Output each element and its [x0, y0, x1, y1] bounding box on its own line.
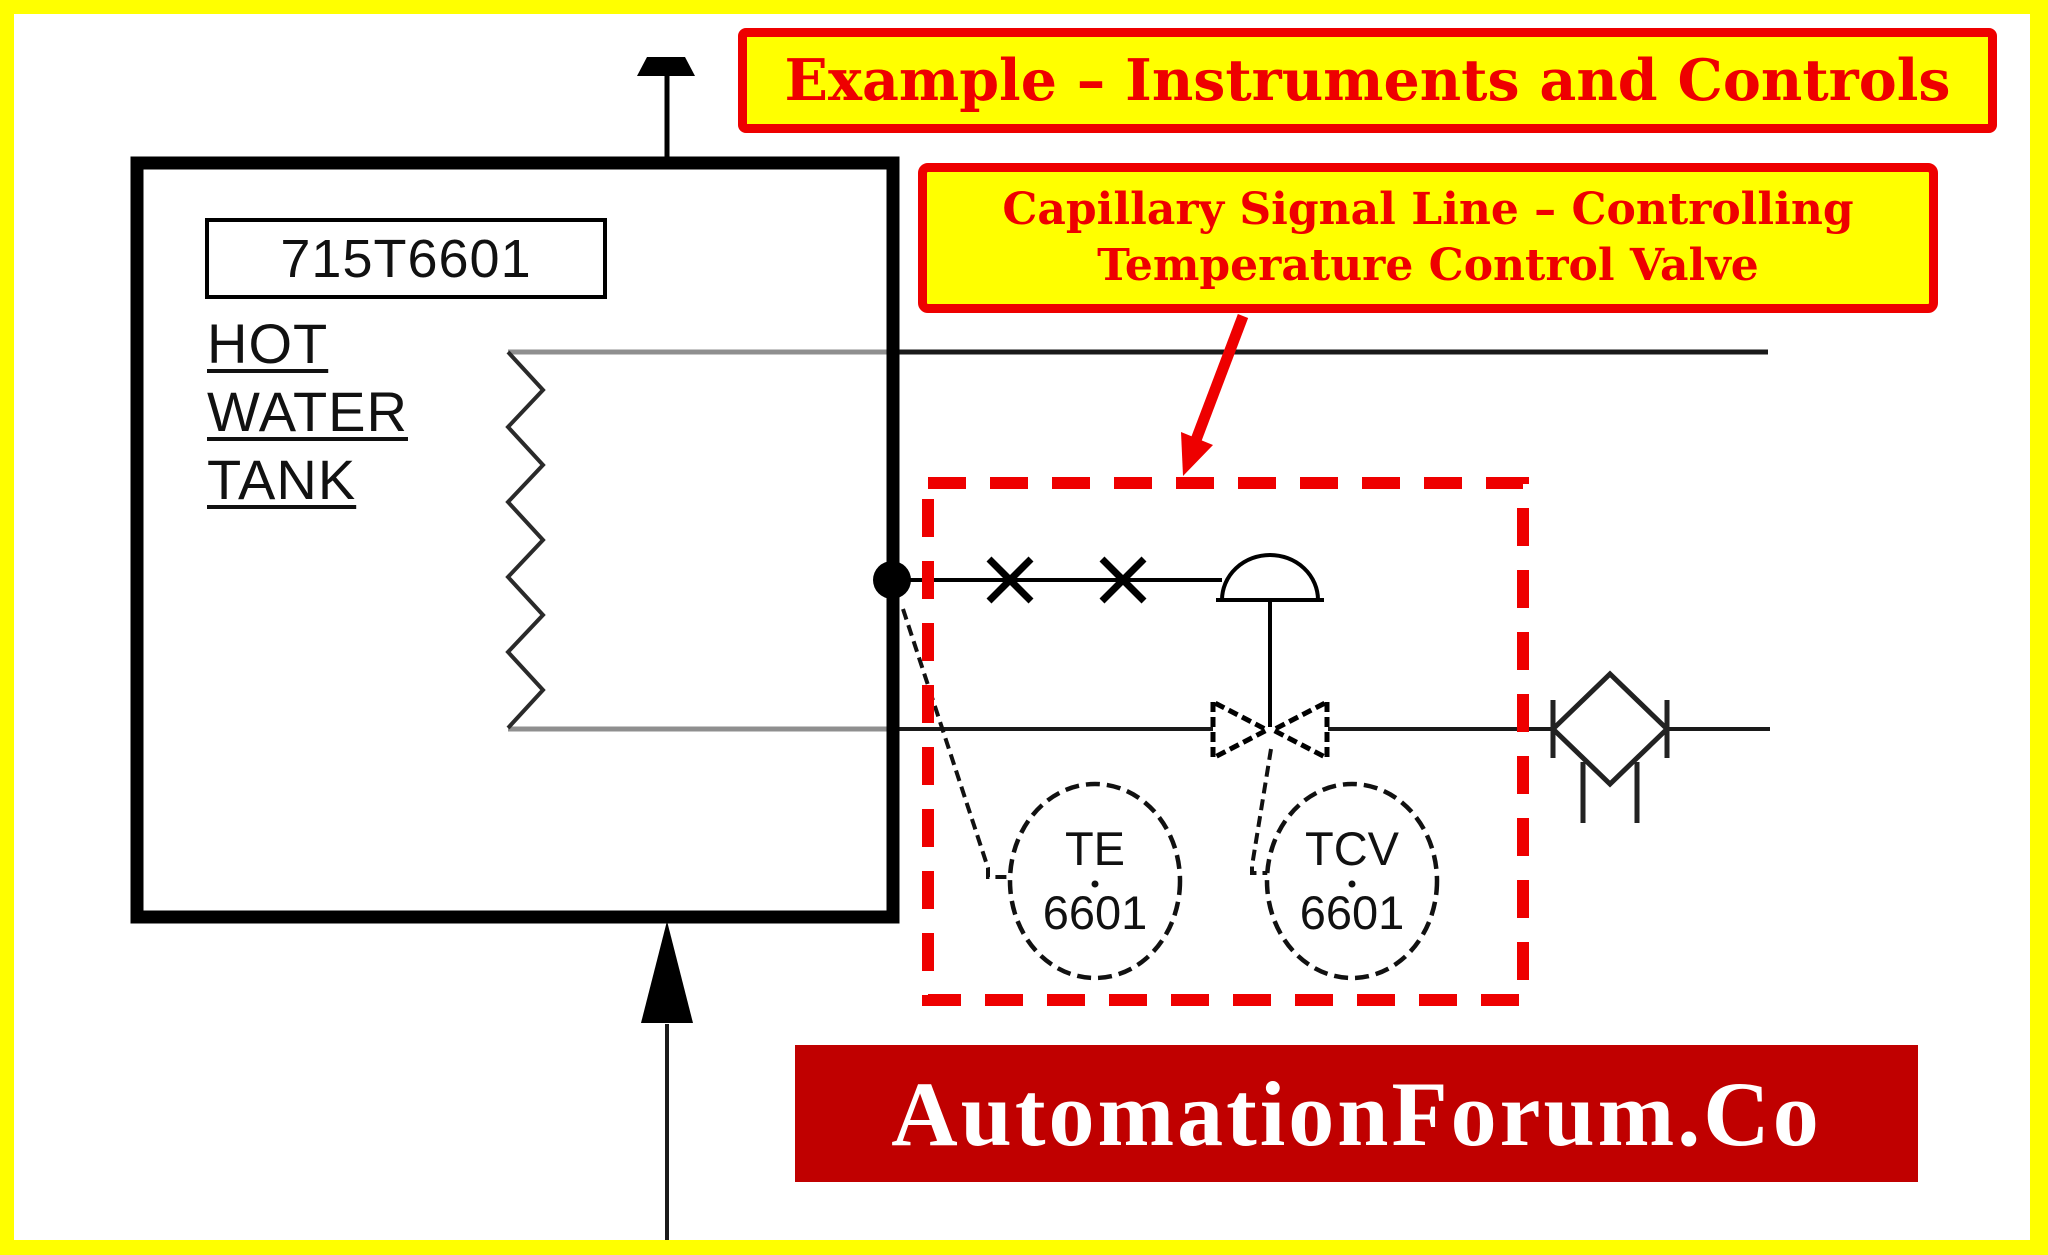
te-letters: TE — [1064, 822, 1126, 875]
tank-name-label: HOT WATER TANK — [207, 310, 408, 514]
tcv-number: 6601 — [1299, 886, 1405, 939]
hot-water-tank-outline — [130, 156, 900, 924]
steam-trap-diamond — [1549, 670, 1671, 788]
te-bubble-label: TE 6601 — [1009, 817, 1181, 945]
callout-line-2: Temperature Control Valve — [1097, 240, 1759, 291]
tank-name-line: WATER — [207, 380, 408, 443]
title-banner: Example – Instruments and Controls — [738, 28, 1997, 133]
tank-tag-label: 715T6601 — [280, 228, 532, 289]
title-text: Example – Instruments and Controls — [784, 47, 1951, 114]
valve-body-right-triangle — [1267, 697, 1330, 763]
watermark-banner: AutomationForum.Co — [795, 1045, 1918, 1182]
heating-coil-zigzag — [505, 350, 546, 730]
callout-box: Capillary Signal Line – Controlling Temp… — [918, 163, 1938, 313]
tcv-leader-line — [1250, 748, 1273, 875]
capillary-x-mark-2 — [1099, 556, 1147, 604]
te-bubble-center-dot — [1091, 880, 1099, 888]
valve-body-left-triangle — [1210, 697, 1273, 763]
valve-actuator-dome — [1220, 553, 1320, 601]
tcv-bubble-label: TCV 6601 — [1266, 817, 1438, 945]
tcv-letters: TCV — [1305, 822, 1399, 875]
callout-line-1: Capillary Signal Line – Controlling — [1002, 184, 1854, 235]
tank-name-line: HOT — [207, 312, 329, 375]
inlet-arrowhead — [641, 921, 693, 1023]
watermark-text: AutomationForum.Co — [891, 1062, 1822, 1165]
callout-arrowhead — [1181, 432, 1213, 476]
tank-name-line: TANK — [207, 448, 357, 511]
callout-arrow-shaft — [1190, 314, 1249, 442]
tank-tag-box-outline — [205, 218, 607, 299]
te-leader-line — [901, 608, 1009, 879]
tcv-bubble-center-dot — [1348, 880, 1356, 888]
te-number: 6601 — [1042, 886, 1148, 939]
capillary-x-mark-1 — [986, 556, 1034, 604]
vent-cap — [637, 57, 695, 76]
